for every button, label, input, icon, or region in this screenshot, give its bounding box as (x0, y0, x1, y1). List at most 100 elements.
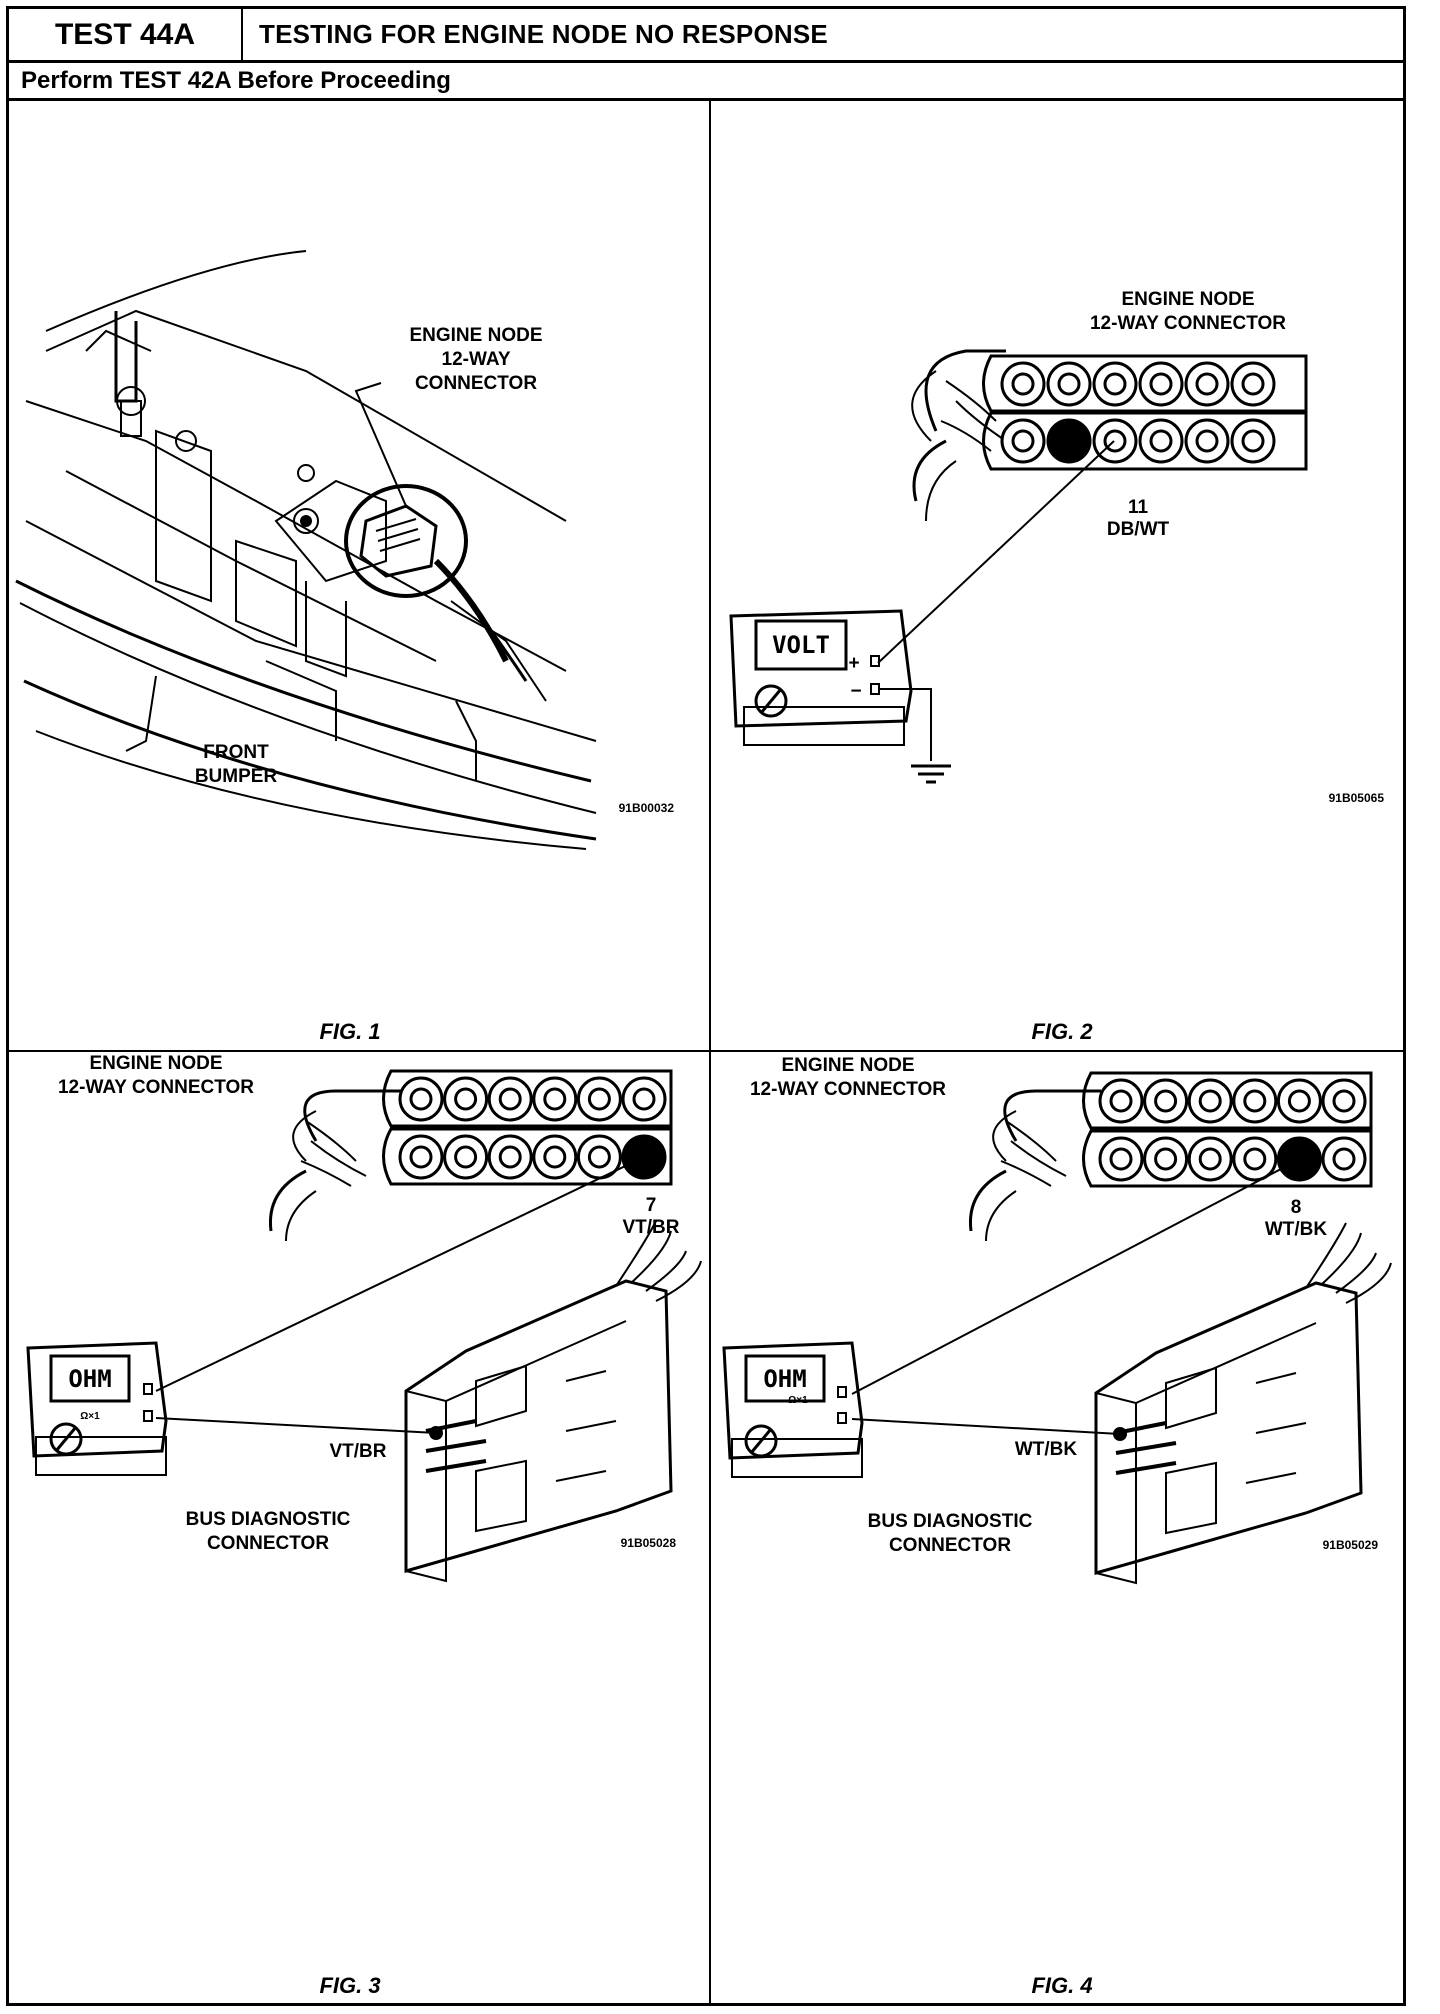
fig-3-callout-engine-node: ENGINE NODE (89, 1053, 222, 1074)
connector-cavity-terminal (1198, 1089, 1222, 1113)
prerequisite-note: Perform TEST 42A Before Proceeding (21, 67, 451, 94)
fig-2-code: 91B05065 (1329, 791, 1385, 805)
fig-1-callout-front: FRONT (203, 742, 269, 763)
fig-4-callout-engine-node: ENGINE NODE (781, 1055, 914, 1076)
connector-cavity-terminal (1287, 1089, 1311, 1113)
connector-cavity (1046, 418, 1092, 464)
connector-cavity-terminal (1332, 1147, 1356, 1171)
grid-divider-vertical (709, 101, 711, 2003)
connector-cavity (398, 1134, 444, 1180)
connector-cavity-terminal (543, 1087, 567, 1111)
connector-cavity-terminal (454, 1087, 478, 1111)
connector-cavity-terminal (1241, 372, 1265, 396)
fig-3-callout-bus-connector: CONNECTOR (207, 1533, 329, 1554)
connector-cavity-terminal (1057, 372, 1081, 396)
fig-2-minus-terminal: − (850, 681, 861, 702)
connector-cavity-terminal (587, 1145, 611, 1169)
connector-cavity-terminal (454, 1145, 478, 1169)
fig-3-code: 91B05028 (621, 1536, 677, 1550)
fig-4-pin-number: 8 (1291, 1197, 1302, 1218)
connector-cavity (443, 1076, 489, 1122)
grid-divider-horizontal (9, 1050, 1403, 1052)
connector-cavity-terminal (543, 1145, 567, 1169)
connector-cavity-terminal (1149, 429, 1173, 453)
fig-3-bus-wire-color: VT/BR (330, 1441, 387, 1462)
fig-4-meter-mode: OHM (763, 1365, 806, 1393)
connector-cavity (1143, 1136, 1189, 1182)
fig-3-callout-bus-diagnostic: BUS DIAGNOSTIC (186, 1509, 351, 1530)
fig-3-illustration: OHM Ω×1 ENGINE NODE 12-WAY CONNECTOR 7 V… (26, 1053, 702, 1998)
fig-3-meter-mode: OHM (68, 1365, 111, 1393)
fig-4-label: FIG. 4 (1031, 1973, 1092, 1998)
connector-cavity (487, 1134, 533, 1180)
fig-1-code: 91B00032 (619, 801, 675, 815)
connector-cavity (443, 1134, 489, 1180)
connector-cavity-terminal (1154, 1089, 1178, 1113)
connector-cavity-terminal (1011, 429, 1035, 453)
fig-1-callout-engine-node: ENGINE NODE (409, 325, 542, 346)
fig-4-illustration: OHM Ω×1 ENGINE NODE 12-WAY CONNECTOR 8 W… (722, 1055, 1392, 1998)
fig-2-callout-engine-node: ENGINE NODE (1121, 289, 1254, 310)
fig-2-illustration: VOLT + − ENGINE NODE 12-WAY CONNECTOR 11… (729, 289, 1385, 1044)
fig-3-wire-color: VT/BR (623, 1217, 680, 1238)
fig-4-callout-connector: 12-WAY CONNECTOR (750, 1079, 946, 1100)
fig-2-connector-pins (1000, 361, 1276, 464)
connector-cavity (1230, 418, 1276, 464)
fig-3-label: FIG. 3 (319, 1973, 380, 1998)
connector-cavity-terminal (1109, 1089, 1133, 1113)
connector-cavity (1276, 1078, 1322, 1124)
connector-cavity (1230, 361, 1276, 407)
connector-cavity-terminal (1195, 372, 1219, 396)
connector-cavity-terminal (632, 1087, 656, 1111)
fig-2-callout-connector: 12-WAY CONNECTOR (1090, 313, 1286, 334)
connector-cavity (1321, 1078, 1367, 1124)
connector-cavity (1232, 1078, 1278, 1124)
connector-cavity-terminal (1198, 1147, 1222, 1171)
connector-cavity (1187, 1136, 1233, 1182)
connector-cavity (621, 1076, 667, 1122)
connector-cavity-terminal (1195, 429, 1219, 453)
fig-4-bus-wire-color: WT/BK (1015, 1439, 1078, 1460)
fig-4-meter-range: Ω×1 (788, 1395, 808, 1406)
connector-cavity (1000, 418, 1046, 464)
connector-cavity (1092, 361, 1138, 407)
connector-cavity (1046, 361, 1092, 407)
fig-4-connector-pins (1098, 1078, 1367, 1182)
fig-2-meter-mode: VOLT (772, 631, 830, 659)
fig-1-callout-bumper: BUMPER (195, 766, 278, 787)
fig-4-callout-bus-diagnostic: BUS DIAGNOSTIC (868, 1511, 1033, 1532)
connector-cavity-terminal (1243, 1089, 1267, 1113)
connector-cavity (1143, 1078, 1189, 1124)
connector-cavity (532, 1134, 578, 1180)
connector-cavity (1184, 418, 1230, 464)
fig-1-callout-connector: CONNECTOR (415, 373, 537, 394)
subheader: Perform TEST 42A Before Proceeding (6, 60, 1406, 101)
connector-cavity-terminal (1243, 1147, 1267, 1171)
connector-cavity-terminal (1149, 372, 1173, 396)
connector-cavity (487, 1076, 533, 1122)
fig-3-callout-connector: 12-WAY CONNECTOR (58, 1077, 254, 1098)
connector-cavity-terminal (1241, 429, 1265, 453)
connector-cavity (1232, 1136, 1278, 1182)
fig-3-pin-number: 7 (646, 1195, 657, 1216)
connector-cavity (1000, 361, 1046, 407)
connector-cavity-terminal (1109, 1147, 1133, 1171)
connector-cavity-terminal (498, 1145, 522, 1169)
connector-cavity (1321, 1136, 1367, 1182)
fig-1-callout-12-way: 12-WAY (442, 349, 511, 370)
fig-2-label: FIG. 2 (1031, 1019, 1093, 1044)
connector-cavity (1187, 1078, 1233, 1124)
connector-cavity (1092, 418, 1138, 464)
fig-2-wire-color: DB/WT (1107, 519, 1170, 540)
fig-4-wire-color: WT/BK (1265, 1219, 1328, 1240)
connector-cavity (1138, 418, 1184, 464)
connector-cavity-terminal (498, 1087, 522, 1111)
connector-cavity-terminal (1011, 372, 1035, 396)
fig-3-meter-range: Ω×1 (80, 1411, 100, 1422)
connector-cavity-terminal (1103, 372, 1127, 396)
connector-cavity (1098, 1136, 1144, 1182)
connector-cavity (1098, 1078, 1144, 1124)
fig-1-label: FIG. 1 (319, 1019, 380, 1044)
fig-2-plus-terminal: + (848, 653, 859, 674)
